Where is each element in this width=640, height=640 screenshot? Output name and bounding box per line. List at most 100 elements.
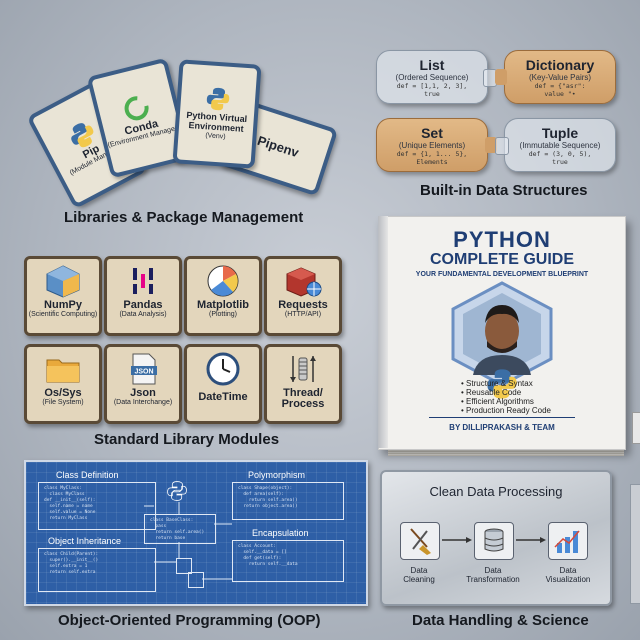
numpy-label: NumPy [44, 299, 82, 311]
data-handling-title: Data Handling & Science [412, 612, 589, 629]
set-code-2: Elements [416, 157, 448, 166]
python-logo-icon [206, 87, 230, 111]
set-tag[interactable]: Set (Unique Elements) def = {1, 1... 5},… [376, 118, 497, 172]
book-bullets: • Structure & Syntax • Reusable Code • E… [461, 379, 551, 415]
inheritance-label: Object Inheritance [48, 536, 122, 546]
book-title-line1: PYTHON [453, 227, 551, 252]
tag-connector [485, 137, 497, 153]
tuple-code-2: true [552, 157, 568, 166]
svg-text:JSON: JSON [134, 369, 153, 376]
python-logo-icon [167, 481, 187, 501]
thread-icon [290, 356, 316, 382]
folder-icon [46, 359, 80, 383]
python-logo-icon [71, 123, 94, 148]
oop-blueprint[interactable]: Class Definition class MyClass: class My… [24, 460, 368, 606]
json-tile[interactable]: JSON Json (Data Interchange) [104, 344, 182, 424]
offscreen-card-edge [632, 412, 640, 444]
os-sys-label: Os/Sys [44, 387, 82, 399]
book-bullet: • Efficient Algorithms [461, 397, 534, 406]
python-guide-book[interactable]: PYTHON COMPLETE GUIDE YOUR FUNDAMENTAL D… [378, 216, 626, 450]
encapsulation-label: Encapsulation [252, 528, 309, 538]
venv-label: Python Virtual Environment [186, 109, 248, 134]
numpy-tile[interactable]: NumPy (Scientific Computing) [24, 256, 102, 336]
pandas-label: Pandas [123, 299, 163, 311]
transformation-line2: Transformation [466, 575, 520, 584]
tuple-title: Tuple [541, 124, 579, 141]
book-bullet: • Structure & Syntax [461, 379, 533, 388]
os-sys-sub: (File System) [42, 399, 84, 406]
requests-label: Requests [278, 299, 328, 311]
numpy-sub: (Scientific Computing) [28, 311, 98, 318]
matplotlib-tile[interactable]: Matplotlib (Plotting) [184, 256, 262, 336]
cleaning-line2: Cleaning [403, 575, 435, 584]
conda-card[interactable]: Conda (Environment Manager) [86, 57, 192, 179]
pandas-sub: (Data Analysis) [119, 311, 167, 318]
os-sys-tile[interactable]: Os/Sys (File System) [24, 344, 102, 424]
cleaning-line1: Data [410, 566, 428, 575]
offscreen-panel-edge [630, 484, 640, 604]
clock-icon [206, 352, 240, 386]
class-definition-label: Class Definition [56, 470, 119, 480]
json-sub: (Data Interchange) [113, 399, 173, 406]
dictionary-code-2: value "• [544, 89, 576, 98]
connector-lines [144, 502, 232, 580]
list-tag[interactable]: List (Ordered Sequence) def = [1,1, 2, 3… [376, 50, 497, 104]
matplotlib-label: Matplotlib [197, 299, 249, 311]
dictionary-title: Dictionary [525, 56, 595, 73]
class-definition-code: class MyClass: class MyClass def __init_… [44, 486, 96, 521]
chart-icon [554, 530, 580, 553]
polymorphism-box [232, 482, 344, 520]
small-node-box-2 [188, 572, 204, 588]
venv-sub: (Venv) [205, 132, 226, 141]
json-label: Json [130, 387, 156, 399]
thread-process-tile[interactable]: Thread/ Process [264, 344, 342, 424]
transformation-label: Data Transformation [458, 566, 528, 584]
set-title: Set [421, 124, 443, 141]
list-sub: (Ordered Sequence) [395, 72, 469, 82]
book-bullet: • Production Ready Code [461, 406, 551, 415]
pipenv-label: Pipenv [255, 132, 301, 161]
author-portrait [451, 281, 553, 387]
inheritance-code: class Child(Parent): super().__init__() … [44, 552, 99, 575]
visualization-line1: Data [559, 566, 577, 575]
tuple-tag[interactable]: Tuple (Immutable Sequence) def = (3, 0, … [495, 118, 616, 172]
datetime-tile[interactable]: DateTime [184, 344, 262, 424]
center-class-code: class BaseClass: pass return self.area()… [150, 518, 205, 541]
oop-title: Object-Oriented Programming (OOP) [58, 612, 321, 629]
modules-title: Standard Library Modules [94, 431, 280, 448]
book-pages [388, 448, 624, 456]
book-subtitle: YOUR FUNDAMENTAL DEVELOPMENT BLUEPRINT [415, 271, 589, 278]
visualization-stage [548, 522, 588, 560]
book-spine [378, 216, 388, 448]
set-code: def = {1, 1... 5}, [396, 149, 468, 158]
center-class-box [144, 514, 216, 544]
cleaning-label: Data Cleaning [390, 566, 448, 584]
transformation-stage [474, 522, 514, 560]
broom-icon [410, 528, 431, 555]
pip-card[interactable]: Pip (Module Manager) [26, 78, 148, 210]
book-author: BY DILLIPRAKASH & TEAM [449, 423, 555, 432]
tag-connector [495, 137, 509, 155]
requests-tile[interactable]: Requests (HTTP/API) [264, 256, 342, 336]
encapsulation-code: class Account: self.__data = [] def get(… [238, 544, 298, 567]
thread-process-label: Thread/ Process [281, 387, 325, 410]
inheritance-box [38, 548, 156, 592]
list-code-2: true [424, 89, 440, 98]
book-title-line2: COMPLETE GUIDE [429, 251, 574, 268]
venv-card[interactable]: Python Virtual Environment (Venv) [172, 59, 262, 169]
python-logo-icon [487, 369, 517, 399]
pandas-tile[interactable]: Pandas (Data Analysis) [104, 256, 182, 336]
data-processing-plate[interactable]: Clean Data Processing Data Cleaning Data [380, 470, 612, 606]
dictionary-code: def = {"asr": [534, 81, 586, 90]
plate-title: Clean Data Processing [429, 484, 563, 499]
encapsulation-box [232, 540, 344, 582]
json-file-icon: JSON [131, 353, 157, 385]
tuple-sub: (Immutable Sequence) [519, 140, 601, 150]
visualization-line2: Visualization [545, 575, 591, 584]
dictionary-tag[interactable]: Dictionary (Key-Value Pairs) def = {"asr… [495, 50, 616, 104]
visualization-label: Data Visualization [536, 566, 600, 584]
book-divider [429, 417, 575, 418]
list-code: def = [1,1, 2, 3], [396, 81, 468, 90]
numpy-cube-icon [46, 265, 80, 298]
dictionary-sub: (Key-Value Pairs) [528, 72, 592, 82]
